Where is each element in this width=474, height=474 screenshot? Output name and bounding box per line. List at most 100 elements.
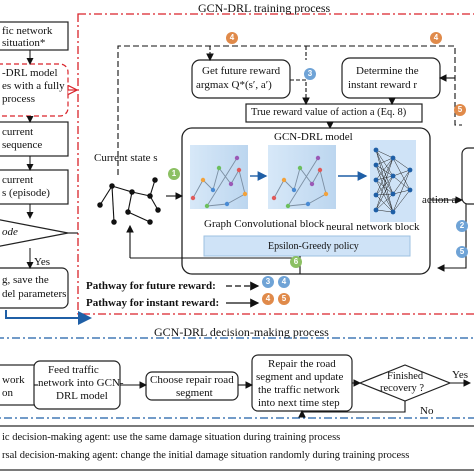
current-state-label: Current state s [94, 152, 158, 164]
nn-edge [375, 149, 394, 195]
decision-no: No [420, 405, 434, 417]
nn-edge [392, 169, 411, 177]
left-top-box [0, 21, 69, 51]
graph-panel-1 [190, 145, 248, 209]
graph-node [224, 201, 230, 207]
step-badge: 1 [168, 168, 180, 180]
true-reward-box [245, 103, 423, 123]
graph-edge [226, 193, 246, 205]
nn-edge [392, 169, 411, 213]
nn-edge [375, 194, 394, 213]
decision-box2-line3: DRL model [56, 390, 108, 402]
instant-reward-line2: instant reward r [348, 79, 418, 91]
nn-edge [375, 209, 394, 213]
step-badge: 3 [304, 68, 316, 80]
graph-node [200, 177, 206, 183]
nn-edge [375, 175, 394, 211]
save-line2: del parameters [2, 288, 67, 300]
decision-box2-line1: Feed traffic [48, 364, 99, 376]
nn-edge [392, 157, 411, 171]
nn-node [373, 147, 379, 153]
decision-title: GCN-DRL decision-making process [154, 325, 329, 339]
graph-node [234, 155, 240, 161]
epsilon-bar [203, 235, 411, 257]
step-badge: 2 [456, 220, 468, 232]
nn-node [373, 192, 379, 198]
nn-edge [375, 164, 394, 195]
footer-box [0, 425, 474, 471]
left-top-line2: situation* [2, 37, 46, 49]
pathway-instant-label: Pathway for instant reward: [86, 297, 220, 309]
decision-box1 [0, 364, 39, 406]
step-badge: 4 [430, 32, 442, 44]
graph-edge [287, 157, 319, 207]
graph-edge [212, 167, 220, 191]
decision-box3-line1: Choose repair road [150, 374, 234, 386]
nn-node [390, 155, 396, 161]
nn-edge [375, 149, 394, 159]
step-badge: 4 [278, 276, 290, 288]
true-reward-label: True reward value of action a (Eq. 8) [251, 107, 407, 118]
nn-edge [375, 164, 394, 213]
graph-edge [218, 167, 232, 185]
graph-node [315, 155, 321, 161]
graph-node [210, 187, 216, 193]
graph-node [291, 187, 297, 193]
nn-edge [392, 189, 411, 213]
future-reward-line2: argmax Q*(s′, a′) [196, 79, 272, 91]
left-current-seq-box [0, 121, 69, 157]
nn-edge [392, 175, 411, 191]
graph-panel-2 [268, 145, 336, 209]
step-badge: 4 [226, 32, 238, 44]
environment-box [461, 147, 474, 205]
nn-node [407, 167, 413, 173]
graph-node [236, 167, 242, 173]
instant-reward-line1: Determine the [356, 65, 419, 77]
left-model-line3: process [2, 93, 35, 105]
nn-node [373, 177, 379, 183]
footer-line1: ic decision-making agent: use the same d… [2, 432, 341, 443]
graph-edge [293, 167, 301, 191]
graph-node [242, 191, 248, 197]
future-reward-line1: Get future reward [202, 65, 281, 77]
step-badge: 4 [262, 293, 274, 305]
decision-box1-line2: on [2, 387, 13, 399]
nn-edge [375, 157, 394, 211]
nn-node [390, 191, 396, 197]
nn-edge [375, 149, 394, 177]
step-badge: 5 [454, 104, 466, 116]
graph-edge [192, 179, 204, 199]
graph-node [281, 177, 287, 183]
nn-edge [375, 179, 394, 213]
left-episode-line1: current [2, 174, 34, 186]
nn-edge [392, 189, 411, 195]
step-badge: 5 [456, 246, 468, 258]
graph-edge [202, 179, 214, 191]
graph-edge [319, 169, 327, 195]
graph-node [216, 165, 222, 171]
graph-node [285, 203, 291, 209]
left-model-line1: -DRL model [2, 67, 58, 79]
left-episode-line2: s (episode) [2, 187, 50, 199]
graph-conv-label: Graph Convolutional block [204, 218, 325, 230]
training-frame [77, 13, 474, 315]
graph-edge [287, 203, 309, 207]
graph-edge [206, 157, 238, 207]
save-line1: g, save the [2, 274, 49, 286]
epsilon-label: Epsilon-Greedy policy [268, 241, 359, 252]
graph-node [317, 167, 323, 173]
graph-edge [238, 169, 246, 195]
nn-edge [375, 179, 394, 195]
step-badge: 5 [278, 293, 290, 305]
left-diamond-label: ode [2, 226, 18, 238]
left-diamond [0, 219, 69, 247]
left-top-line1: fic network [2, 25, 53, 37]
nn-node [373, 162, 379, 168]
nn-node [373, 207, 379, 213]
left-seq-line2: sequence [2, 139, 43, 151]
nn-edge [375, 157, 394, 166]
state-graph [97, 177, 161, 225]
decision-frame [0, 337, 474, 419]
nn-node [390, 209, 396, 215]
